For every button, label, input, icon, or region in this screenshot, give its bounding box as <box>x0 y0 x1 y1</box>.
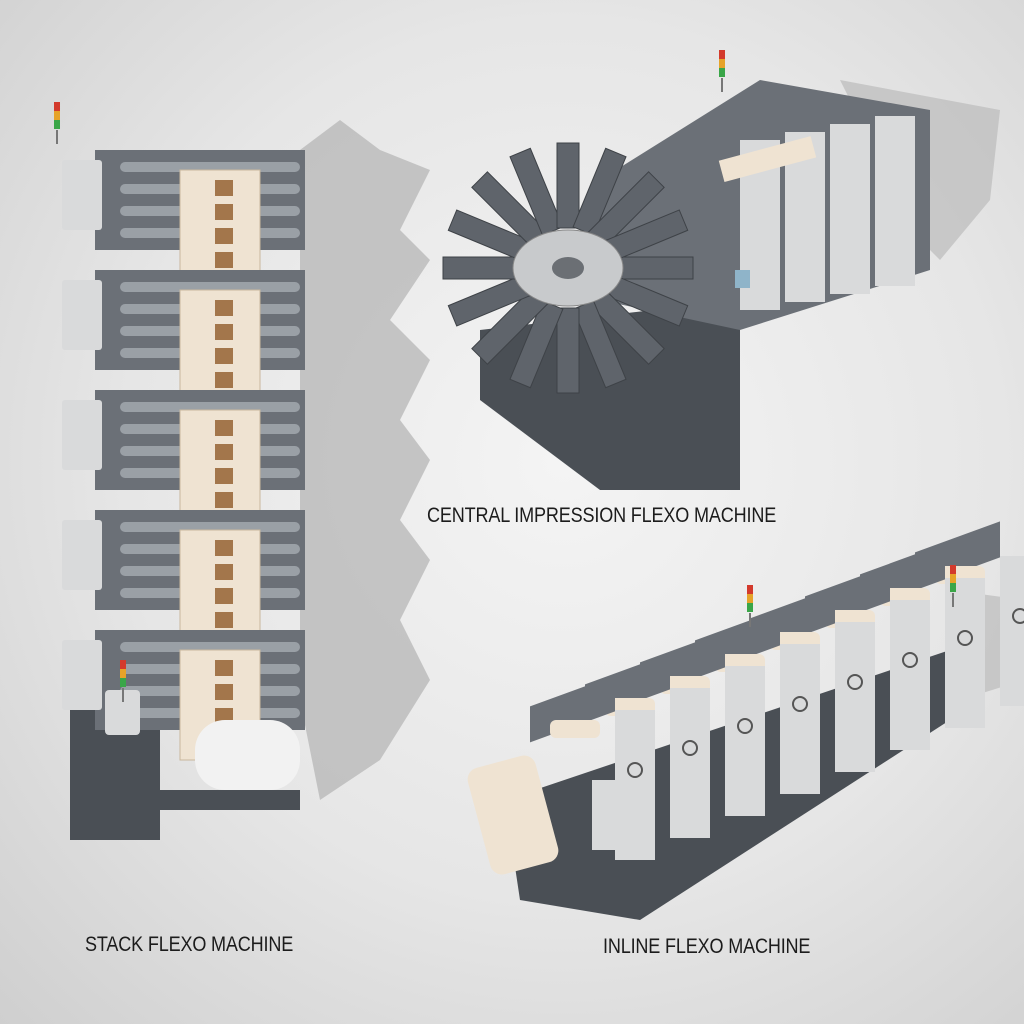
print-image <box>215 444 233 460</box>
unit-gear <box>902 652 918 668</box>
unit-housing <box>890 600 930 750</box>
signal-tower-pole <box>56 130 58 144</box>
side-panel <box>62 640 102 710</box>
unit-housing <box>835 622 875 772</box>
control-panel <box>105 690 140 735</box>
unit-housing <box>780 644 820 794</box>
signal-light <box>747 603 753 612</box>
print-image <box>215 468 233 484</box>
signal-light <box>719 68 725 77</box>
print-image <box>215 228 233 244</box>
print-image <box>215 324 233 340</box>
unit-gear <box>737 718 753 734</box>
print-unit <box>585 653 710 838</box>
printed-web <box>718 136 817 182</box>
signal-light <box>719 59 725 68</box>
print-unit <box>62 510 305 641</box>
stack-machine-shadow <box>300 120 430 800</box>
drum-hub <box>552 257 584 279</box>
print-image <box>215 612 233 628</box>
print-image <box>215 348 233 364</box>
unit-gear <box>682 740 698 756</box>
side-panel <box>62 400 102 470</box>
unit-housing <box>725 666 765 816</box>
print-image <box>215 372 233 388</box>
print-image <box>215 588 233 604</box>
print-image <box>215 420 233 436</box>
signal-light <box>747 585 753 594</box>
print-unit <box>805 565 930 750</box>
print-unit <box>62 390 305 521</box>
inline-flexo-machine <box>467 521 1024 920</box>
signal-light <box>54 102 60 111</box>
print-unit <box>640 631 765 816</box>
signal-light <box>120 660 126 669</box>
control-panel <box>592 780 630 850</box>
print-image <box>215 492 233 508</box>
print-unit <box>62 150 305 281</box>
central-impression-flexo-machine <box>442 50 930 490</box>
print-unit <box>530 675 655 860</box>
unit-housing <box>670 688 710 838</box>
side-panel <box>62 160 102 230</box>
signal-light <box>950 574 956 583</box>
print-unit <box>62 270 305 401</box>
print-image <box>215 204 233 220</box>
signal-light <box>54 111 60 120</box>
unit-gear <box>957 630 973 646</box>
unit-gear <box>792 696 808 712</box>
base-frame <box>150 790 300 810</box>
print-image <box>215 180 233 196</box>
signal-light <box>950 583 956 592</box>
signal-tower-pole <box>122 688 124 702</box>
stack-label: STACK FLEXO MACHINE <box>85 933 294 956</box>
unwind-roll <box>195 720 300 790</box>
unit-gear <box>847 674 863 690</box>
signal-light <box>54 120 60 129</box>
print-image <box>215 300 233 316</box>
print-image <box>215 684 233 700</box>
print-image <box>215 564 233 580</box>
signal-tower-pole <box>721 78 723 92</box>
unit-housing <box>945 578 985 728</box>
rewind-roll <box>467 755 559 875</box>
hmi-screen <box>735 270 750 288</box>
unit-gear <box>1012 608 1024 624</box>
signal-light <box>747 594 753 603</box>
central-impression-label: CENTRAL IMPRESSION FLEXO MACHINE <box>427 504 777 527</box>
side-panel <box>62 520 102 590</box>
signal-tower-pole <box>749 613 751 627</box>
side-panel <box>830 124 870 294</box>
signal-light <box>120 669 126 678</box>
print-image <box>215 252 233 268</box>
print-deck <box>556 307 580 394</box>
signal-light <box>719 50 725 59</box>
inline-label: INLINE FLEXO MACHINE <box>603 935 811 958</box>
printed-web <box>550 720 600 738</box>
print-deck <box>556 142 580 229</box>
stack-flexo-machine <box>54 102 305 840</box>
print-image <box>215 540 233 556</box>
side-panel <box>62 280 102 350</box>
unit-housing <box>1000 556 1024 706</box>
signal-light <box>950 565 956 574</box>
signal-light <box>120 678 126 687</box>
print-image <box>215 660 233 676</box>
side-panel <box>875 116 915 286</box>
unit-gear <box>627 762 643 778</box>
signal-tower-pole <box>952 593 954 607</box>
